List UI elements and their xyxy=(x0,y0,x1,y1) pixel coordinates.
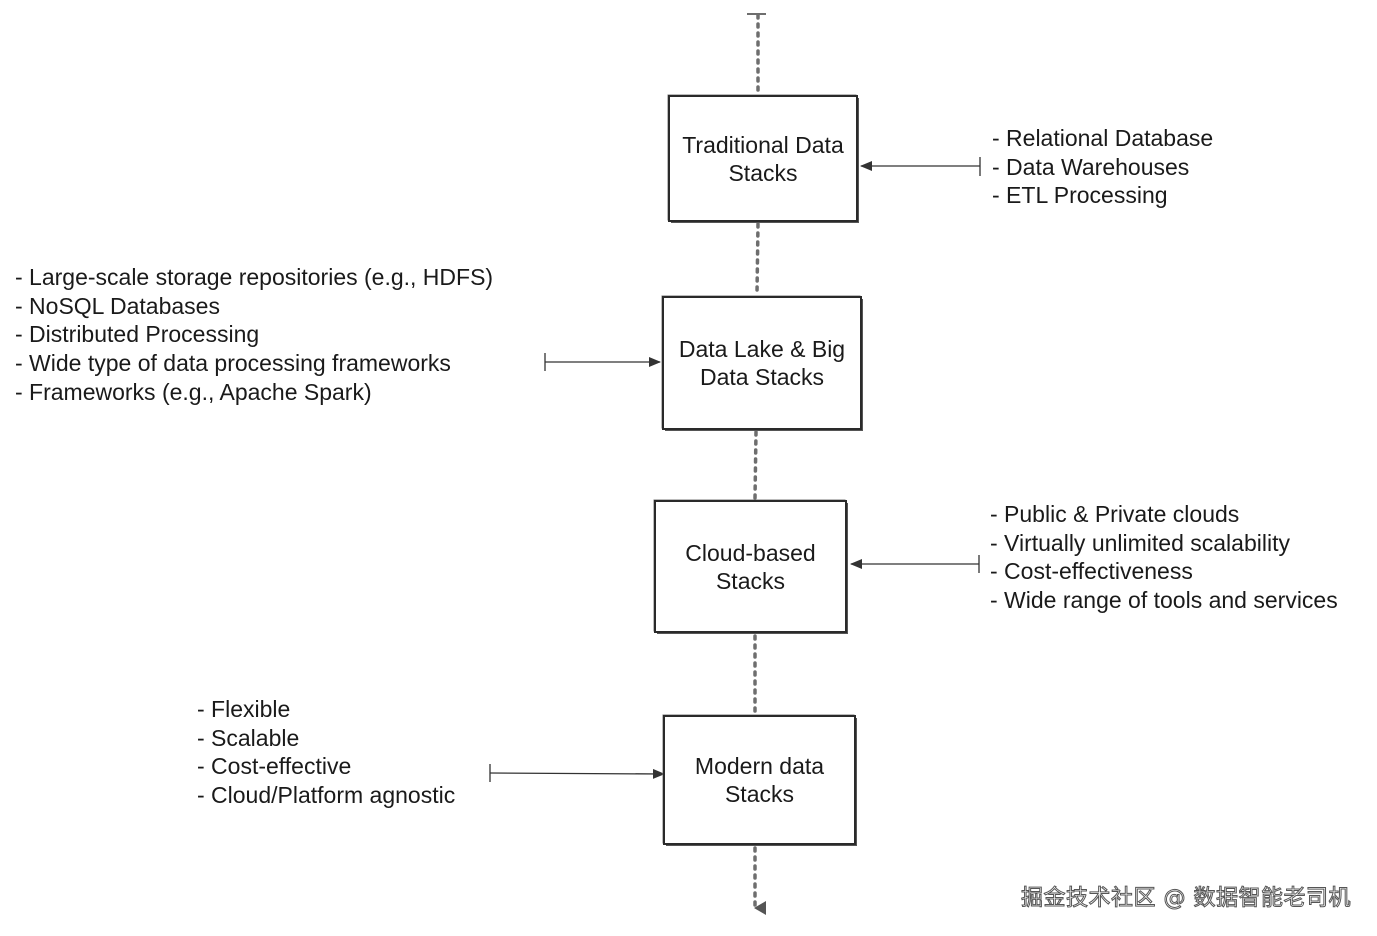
arrow-data-lake xyxy=(544,353,661,371)
timeline-segment-1 xyxy=(755,222,760,295)
features-modern: - Flexible - Scalable - Cost-effective -… xyxy=(197,695,455,810)
feature-item: - Wide type of data processing framework… xyxy=(15,350,451,377)
arrow-cloud xyxy=(850,555,980,573)
timeline-connector xyxy=(753,13,766,915)
features-data-lake: - Large-scale storage repositories (e.g.… xyxy=(15,263,493,407)
feature-item: - Distributed Processing xyxy=(15,321,260,348)
stage-title-data-lake: Data Lake & Big Data Stacks xyxy=(678,336,846,390)
stage-box-cloud: Cloud-based Stacks xyxy=(654,500,847,633)
feature-item: - Public & Private clouds xyxy=(990,501,1240,527)
features-traditional: - Relational Database - Data Warehouses … xyxy=(992,124,1213,210)
feature-item: - Wide range of tools and services xyxy=(990,587,1338,614)
feature-item: - Data Warehouses xyxy=(992,153,1190,180)
feature-item: - Large-scale storage repositories (e.g.… xyxy=(15,264,494,290)
stage-title-modern: Modern data Stacks xyxy=(694,753,825,807)
stage-box-modern: Modern data Stacks xyxy=(663,715,856,845)
feature-arrows xyxy=(489,157,981,782)
stage-box-traditional: Traditional Data Stacks xyxy=(668,95,858,222)
feature-item: - Flexible xyxy=(197,696,291,722)
timeline-segment-2 xyxy=(753,430,758,500)
stage-title-traditional: Traditional Data Stacks xyxy=(682,131,844,186)
feature-item: - Relational Database xyxy=(992,125,1214,151)
stage-title-cloud: Cloud-based Stacks xyxy=(685,539,816,594)
feature-item: - Cost-effectiveness xyxy=(990,558,1193,585)
feature-item: - Virtually unlimited scalability xyxy=(990,529,1290,556)
features-cloud: - Public & Private clouds - Virtually un… xyxy=(990,500,1338,615)
arrow-modern xyxy=(489,764,665,782)
feature-item: - Cloud/Platform agnostic xyxy=(197,782,456,809)
feature-item: - Scalable xyxy=(197,724,300,751)
stage-box-data-lake: Data Lake & Big Data Stacks xyxy=(662,296,862,430)
feature-item: - Cost-effective xyxy=(197,753,352,780)
watermark: 掘金技术社区 @ 数据智能老司机 xyxy=(1021,886,1352,912)
feature-item: - ETL Processing xyxy=(992,182,1168,209)
feature-item: - Frameworks (e.g., Apache Spark) xyxy=(15,378,372,405)
feature-item: - NoSQL Databases xyxy=(15,292,220,319)
arrow-traditional xyxy=(860,157,981,176)
